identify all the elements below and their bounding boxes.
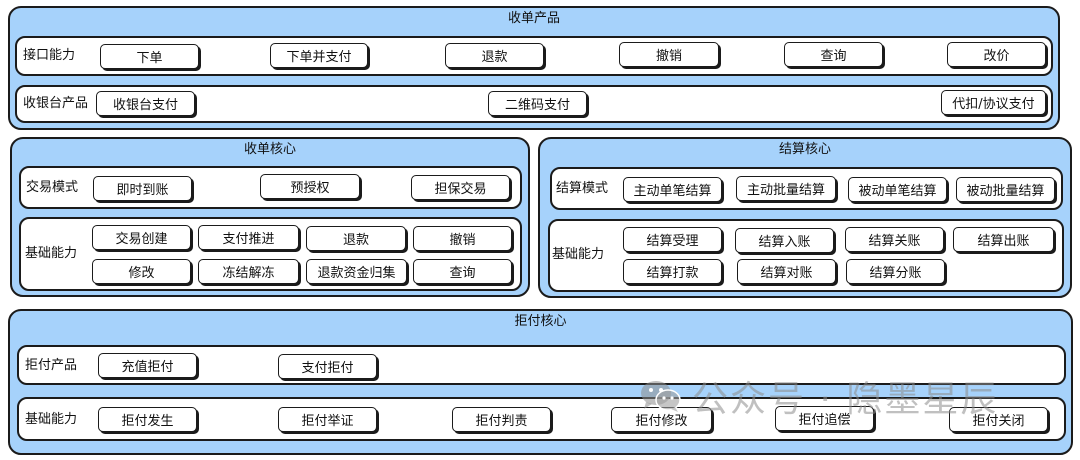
- chargeback-core-panel: 拒付核心 拒付产品 充值拒付 支付拒付 基础能力 拒付发生 拒付举证 拒付判责 …: [8, 309, 1073, 455]
- order-create-node[interactable]: 下单: [100, 44, 199, 69]
- order-cancel-node[interactable]: 撤销: [619, 42, 719, 67]
- cashier-product-label: 收银台产品: [23, 96, 89, 111]
- interface-capability-row: 接口能力 下单 下单并支付 退款 撤销 查询 改价: [15, 36, 1053, 76]
- settlement-basic-label: 基础能力: [552, 247, 605, 262]
- refund-fund-collect-node[interactable]: 退款资金归集: [306, 259, 407, 284]
- order-change-price-node[interactable]: 改价: [947, 42, 1046, 67]
- chargeback-judge-node[interactable]: 拒付判责: [452, 407, 551, 432]
- passive-batch-settle-node[interactable]: 被动批量结算: [956, 177, 1055, 202]
- chargeback-basic-row: 基础能力 拒付发生 拒付举证 拒付判责 拒付修改 拒付追偿 拒付关闭: [17, 397, 1066, 441]
- chargeback-basic-label: 基础能力: [25, 412, 78, 427]
- freeze-unfreeze-node[interactable]: 冻结解冻: [198, 259, 299, 284]
- trade-mode-row: 交易模式 即时到账 预授权 担保交易: [19, 166, 522, 209]
- settle-out-node[interactable]: 结算出账: [953, 227, 1054, 252]
- interface-capability-label: 接口能力: [23, 48, 76, 63]
- settlement-core-title: 结算核心: [778, 142, 831, 157]
- chargeback-recover-node[interactable]: 拒付追偿: [775, 406, 874, 431]
- chargeback-product-row: 拒付产品 充值拒付 支付拒付: [17, 345, 1066, 385]
- settle-close-node[interactable]: 结算关账: [845, 227, 944, 252]
- active-batch-settle-node[interactable]: 主动批量结算: [736, 176, 836, 201]
- chargeback-core-title: 拒付核心: [514, 314, 567, 329]
- guarantee-trade-node[interactable]: 担保交易: [411, 175, 510, 200]
- pay-advance-node[interactable]: 支付推进: [198, 225, 299, 250]
- settlement-mode-row: 结算模式 主动单笔结算 主动批量结算 被动单笔结算 被动批量结算: [550, 167, 1063, 210]
- settle-entry-node[interactable]: 结算入账: [735, 228, 834, 253]
- modify-node[interactable]: 修改: [92, 259, 191, 284]
- core-query-node[interactable]: 查询: [413, 259, 512, 284]
- instant-arrival-node[interactable]: 即时到账: [93, 176, 192, 201]
- order-product-title: 收单产品: [507, 11, 560, 26]
- cashier-product-row: 收银台产品 收银台支付 二维码支付 代扣/协议支付: [15, 85, 1053, 123]
- order-product-panel: 收单产品 接口能力 下单 下单并支付 退款 撤销 查询 改价 收银台产品 收银台…: [8, 6, 1060, 130]
- chargeback-modify-node[interactable]: 拒付修改: [611, 407, 712, 432]
- order-refund-node[interactable]: 退款: [445, 43, 544, 68]
- settle-split-node[interactable]: 结算分账: [846, 259, 945, 284]
- acquiring-core-title: 收单核心: [243, 142, 296, 157]
- passive-single-settle-node[interactable]: 被动单笔结算: [848, 177, 947, 202]
- chargeback-close-node[interactable]: 拒付关闭: [949, 407, 1048, 432]
- core-cancel-node[interactable]: 撤销: [413, 226, 512, 251]
- settle-reconcile-node[interactable]: 结算对账: [737, 259, 836, 284]
- active-single-settle-node[interactable]: 主动单笔结算: [623, 177, 722, 202]
- core-refund-node[interactable]: 退款: [306, 226, 406, 251]
- settlement-basic-row: 基础能力 结算受理 结算入账 结算关账 结算出账 结算打款 结算对账 结算分账: [548, 219, 1064, 292]
- trade-create-node[interactable]: 交易创建: [92, 225, 191, 250]
- settlement-mode-label: 结算模式: [556, 181, 609, 196]
- chargeback-evidence-node[interactable]: 拒付举证: [278, 407, 377, 432]
- recharge-chargeback-node[interactable]: 充值拒付: [98, 353, 197, 378]
- chargeback-occur-node[interactable]: 拒付发生: [98, 407, 197, 432]
- order-query-node[interactable]: 查询: [784, 42, 883, 67]
- pre-auth-node[interactable]: 预授权: [260, 174, 360, 199]
- acquiring-basic-label: 基础能力: [25, 246, 78, 261]
- cashier-pay-node[interactable]: 收银台支付: [96, 91, 195, 116]
- settle-accept-node[interactable]: 结算受理: [623, 227, 722, 252]
- settle-pay-node[interactable]: 结算打款: [623, 259, 722, 284]
- acquiring-basic-row: 基础能力 交易创建 支付推进 退款 撤销 修改 冻结解冻 退款资金归集 查询: [19, 217, 522, 291]
- payment-chargeback-node[interactable]: 支付拒付: [278, 354, 377, 379]
- settlement-core-panel: 结算核心 结算模式 主动单笔结算 主动批量结算 被动单笔结算 被动批量结算 基础…: [538, 137, 1072, 298]
- acquiring-core-panel: 收单核心 交易模式 即时到账 预授权 担保交易 基础能力 交易创建 支付推进 退…: [10, 137, 530, 297]
- withhold-pay-node[interactable]: 代扣/协议支付: [941, 90, 1046, 115]
- order-and-pay-node[interactable]: 下单并支付: [270, 43, 368, 68]
- trade-mode-label: 交易模式: [26, 180, 79, 195]
- chargeback-product-label: 拒付产品: [25, 358, 78, 373]
- qrcode-pay-node[interactable]: 二维码支付: [488, 91, 587, 116]
